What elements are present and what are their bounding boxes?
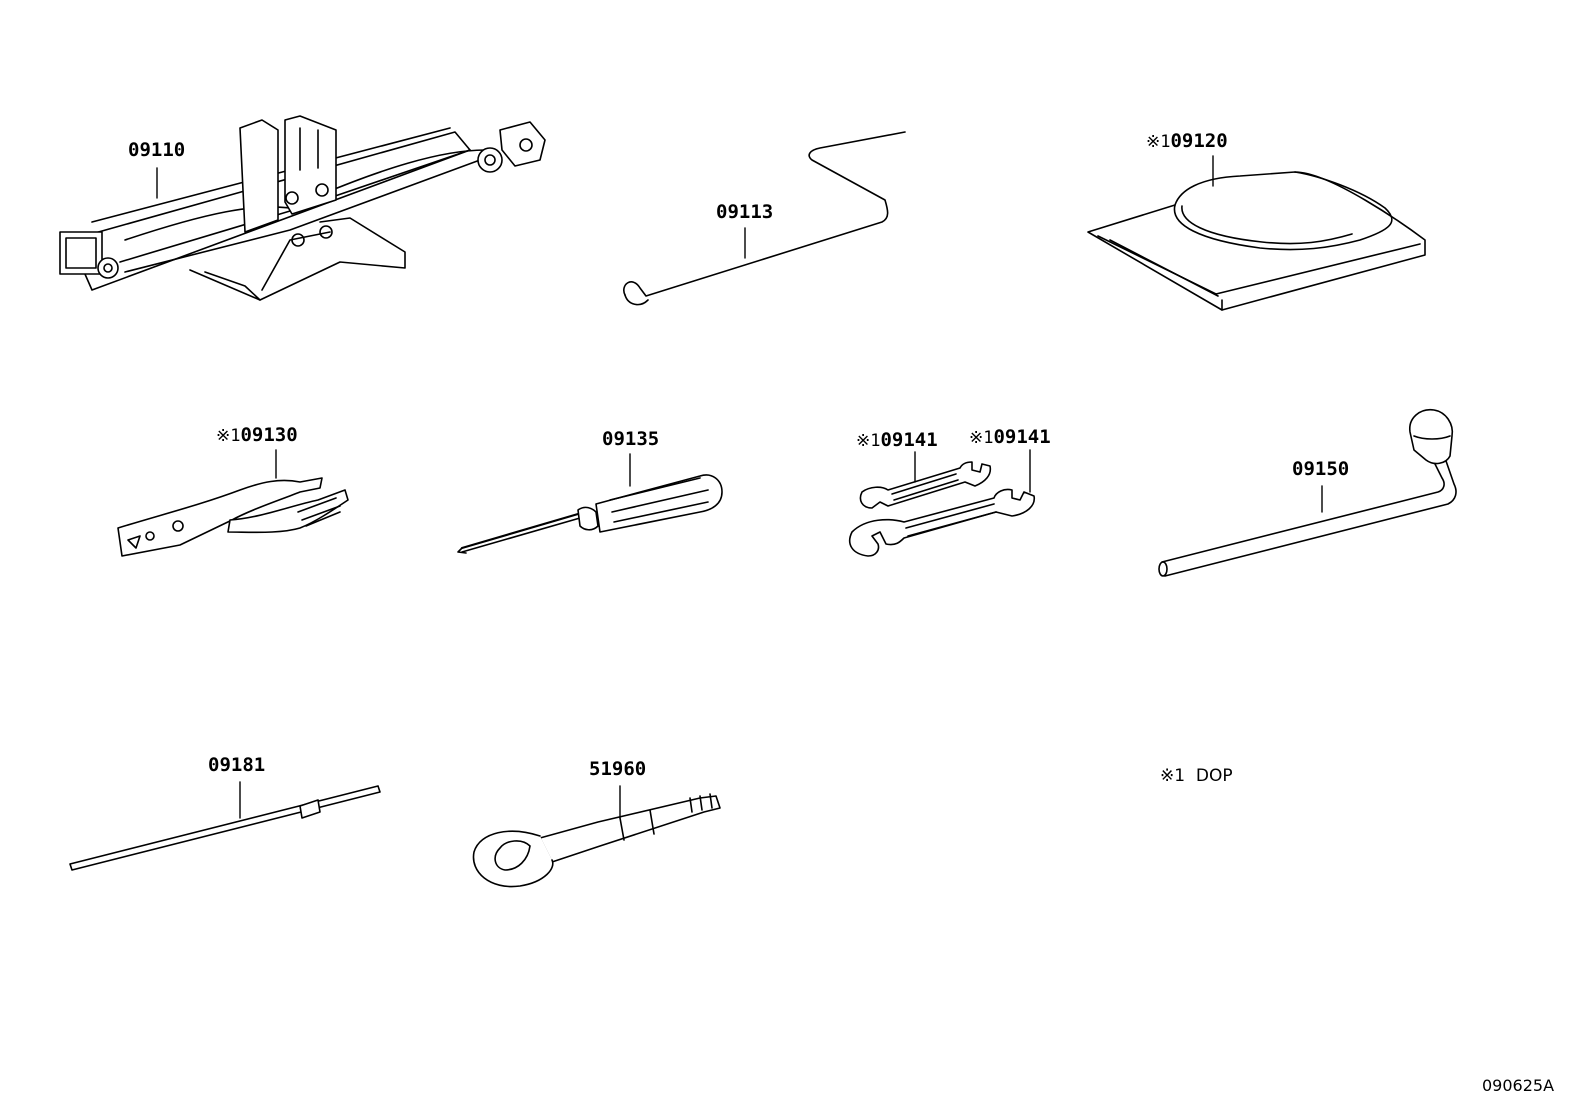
jack-handle-illustration	[624, 132, 905, 305]
part-number: 09110	[128, 139, 186, 161]
legend-mark: ※1	[1160, 766, 1186, 786]
part-number: 51960	[589, 758, 647, 780]
part-label-09141-a: ※109141	[856, 429, 938, 452]
part-label-51960: 51960	[589, 758, 646, 780]
part-number: 09135	[602, 428, 660, 450]
part-number: 09181	[208, 754, 266, 776]
part-label-09135: 09135	[602, 428, 659, 450]
part-label-09113: 09113	[716, 201, 773, 223]
rod-illustration	[70, 782, 380, 870]
part-number: 09150	[1292, 458, 1350, 480]
legend-note: ※1 DOP	[1160, 766, 1233, 786]
towing-eye-illustration	[473, 786, 720, 887]
part-number: 09113	[716, 201, 774, 223]
jack-illustration	[60, 116, 545, 300]
part-label-09141-b: ※109141	[969, 426, 1051, 449]
legend-text: DOP	[1195, 766, 1233, 786]
pliers-illustration	[118, 450, 348, 556]
part-number: 09130	[240, 424, 298, 446]
wrenches-illustration	[850, 450, 1035, 556]
part-number: 09141	[993, 426, 1051, 448]
part-label-09120: ※109120	[1146, 130, 1228, 153]
dop-mark: ※1	[969, 428, 994, 448]
dop-mark: ※1	[856, 431, 881, 451]
part-label-09110: 09110	[128, 139, 185, 161]
part-number: 09141	[880, 429, 938, 451]
part-label-09130: ※109130	[216, 424, 298, 447]
screwdriver-illustration	[458, 454, 722, 553]
dop-mark: ※1	[1146, 132, 1171, 152]
tool-bag-illustration	[1088, 156, 1425, 310]
figure-id: 090625A	[1482, 1076, 1555, 1095]
wheel-wrench-illustration	[1159, 410, 1456, 576]
part-label-09150: 09150	[1292, 458, 1349, 480]
dop-mark: ※1	[216, 426, 241, 446]
part-label-09181: 09181	[208, 754, 265, 776]
part-number: 09120	[1170, 130, 1228, 152]
